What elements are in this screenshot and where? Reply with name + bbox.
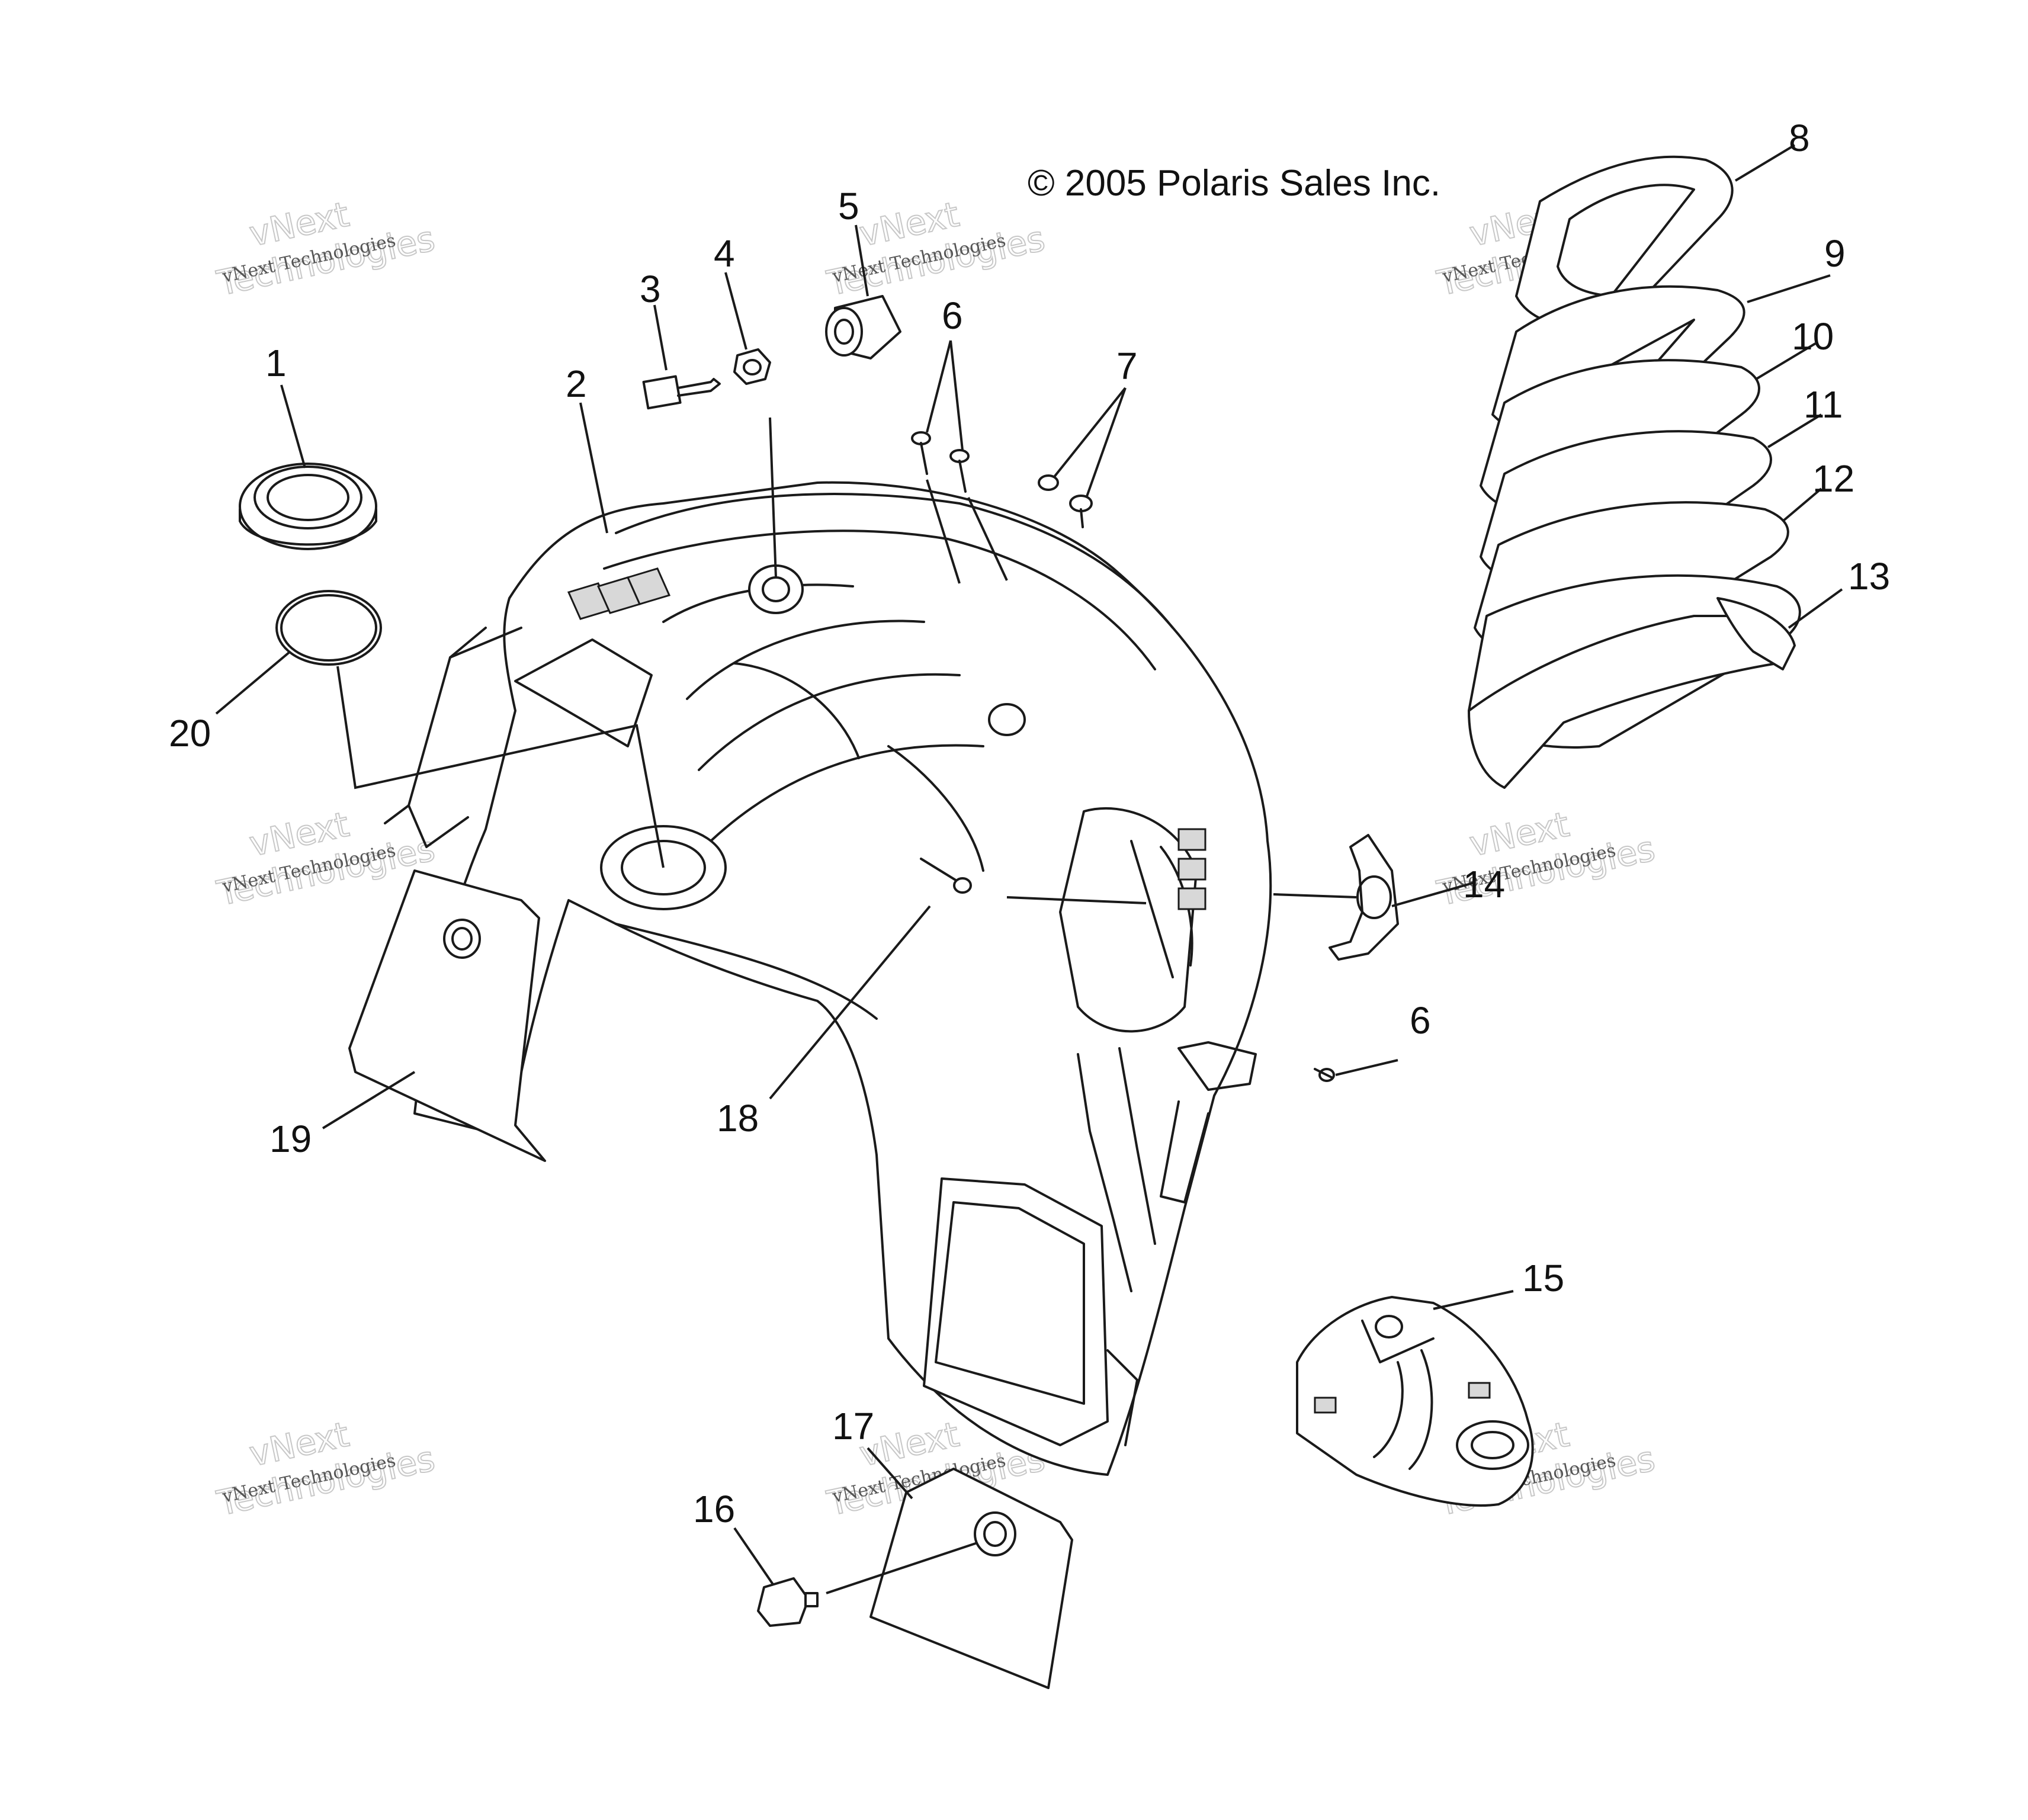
part-20-o-ring <box>275 590 382 666</box>
part-7-clips <box>1038 474 1093 528</box>
callout-6-right: 6 <box>1410 999 1431 1042</box>
leader-lines <box>215 144 1843 1594</box>
watermark-tc: Technologies vNext vNext Technologies <box>823 194 1049 304</box>
part-6-screw-right <box>1314 1068 1335 1082</box>
callout-20: 20 <box>169 712 211 755</box>
watermark-tl: Technologies vNext vNext Technologies <box>213 194 439 304</box>
part-13-gasket <box>1468 574 1801 789</box>
part-18-screw <box>920 858 972 894</box>
watermark-mr: Technologies vNext vNext Technologies <box>1433 804 1659 914</box>
part-5-ignition-switch <box>825 295 901 359</box>
part-3-key <box>642 375 721 410</box>
callout-8: 8 <box>1789 117 1810 159</box>
watermark-ml: Technologies vNext vNext Technologies <box>213 804 439 914</box>
part-14-bracket <box>1329 834 1399 961</box>
callout-12: 12 <box>1812 457 1854 500</box>
part-16-plug <box>757 1577 819 1627</box>
copyright-notice: © 2005 Polaris Sales Inc. <box>1028 163 1440 204</box>
watermark-bl: Technologies vNext vNext Technologies <box>213 1414 439 1524</box>
callout-3: 3 <box>640 268 661 310</box>
callout-18: 18 <box>717 1097 759 1139</box>
callout-11: 11 <box>1804 383 1843 426</box>
callout-19: 19 <box>269 1118 312 1160</box>
callout-labels: 1 2 3 4 5 6 7 8 9 10 11 12 13 14 6 15 16… <box>169 117 1890 1530</box>
callout-4: 4 <box>714 232 735 275</box>
callout-17: 17 <box>832 1405 874 1447</box>
callout-14: 14 <box>1463 863 1505 906</box>
part-19-front-panel <box>348 869 546 1162</box>
callout-5: 5 <box>838 185 859 227</box>
part-1-cap-ring <box>239 463 377 550</box>
callout-2: 2 <box>566 362 587 405</box>
callout-1: 1 <box>265 342 287 384</box>
callout-10: 10 <box>1792 315 1834 358</box>
callout-13: 13 <box>1848 555 1890 598</box>
callout-16: 16 <box>693 1488 735 1530</box>
callout-15: 15 <box>1522 1257 1564 1299</box>
callout-9: 9 <box>1824 232 1846 275</box>
callout-6-top: 6 <box>942 294 963 337</box>
part-6-screws-top <box>911 431 970 493</box>
main-body-panel <box>384 481 1272 1476</box>
part-4-nut <box>733 348 771 385</box>
callout-7: 7 <box>1116 345 1138 387</box>
part-15-handlebar-pod <box>1296 1296 1534 1507</box>
